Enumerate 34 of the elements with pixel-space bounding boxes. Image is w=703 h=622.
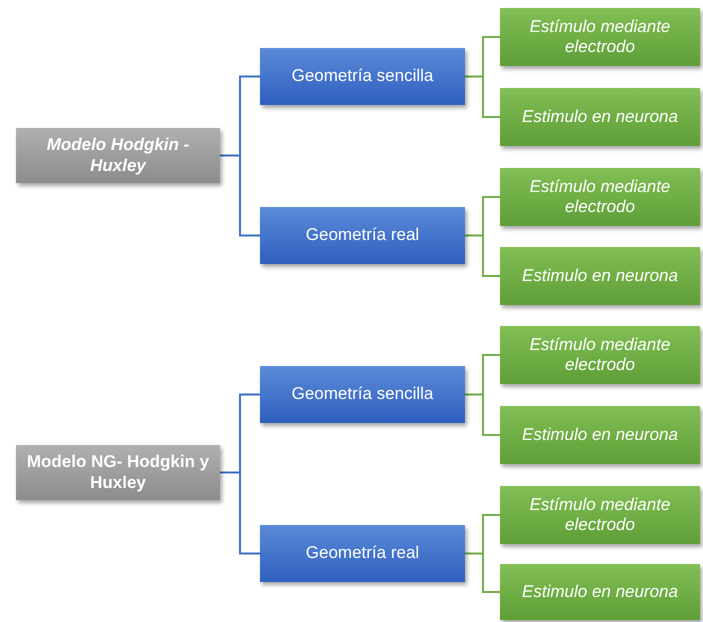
stimulus-box <box>500 8 700 66</box>
stimulus-box <box>500 486 700 544</box>
box-label: Geometría real <box>306 543 420 564</box>
connector-line <box>220 472 260 554</box>
stimulus-box <box>500 88 700 146</box>
box-label: Estimulo en neurona <box>522 582 678 602</box>
box-label: Estímulo mediante electrodo <box>528 334 672 376</box>
connector-line <box>465 234 500 277</box>
stimulus-box <box>500 564 700 620</box>
box-label: Estímulo mediante electrodo <box>528 176 672 218</box>
stimulus-box <box>500 168 700 226</box>
box-label: Estimulo en neurona <box>522 424 678 446</box>
connector-line <box>465 394 500 436</box>
stimulus-box <box>500 247 700 305</box>
box-label: Estímulo mediante electrodo <box>528 16 672 58</box>
geometry-box <box>260 366 465 423</box>
connector-line <box>465 552 500 593</box>
box-label: Modelo Hodgkin - Huxley <box>46 135 190 176</box>
stimulus-box <box>500 406 700 464</box>
connector-line <box>465 76 500 118</box>
geometry-box <box>260 207 465 264</box>
stimulus-box <box>500 326 700 384</box>
box-label: Geometría sencilla <box>292 66 434 87</box>
box-label: Estimulo en neurona <box>522 266 678 286</box>
box-label: Geometría real <box>306 225 420 246</box>
box-label: Modelo NG- Hodgkin y Huxley <box>26 452 210 493</box>
connector-line <box>220 154 260 236</box>
geometry-box <box>260 525 465 582</box>
box-label: Geometría sencilla <box>292 384 434 405</box>
model-box <box>16 445 220 500</box>
box-label: Estímulo mediante electrodo <box>528 494 672 536</box>
model-box <box>16 128 220 183</box>
box-label: Estimulo en neurona <box>522 106 678 128</box>
geometry-box <box>260 48 465 105</box>
